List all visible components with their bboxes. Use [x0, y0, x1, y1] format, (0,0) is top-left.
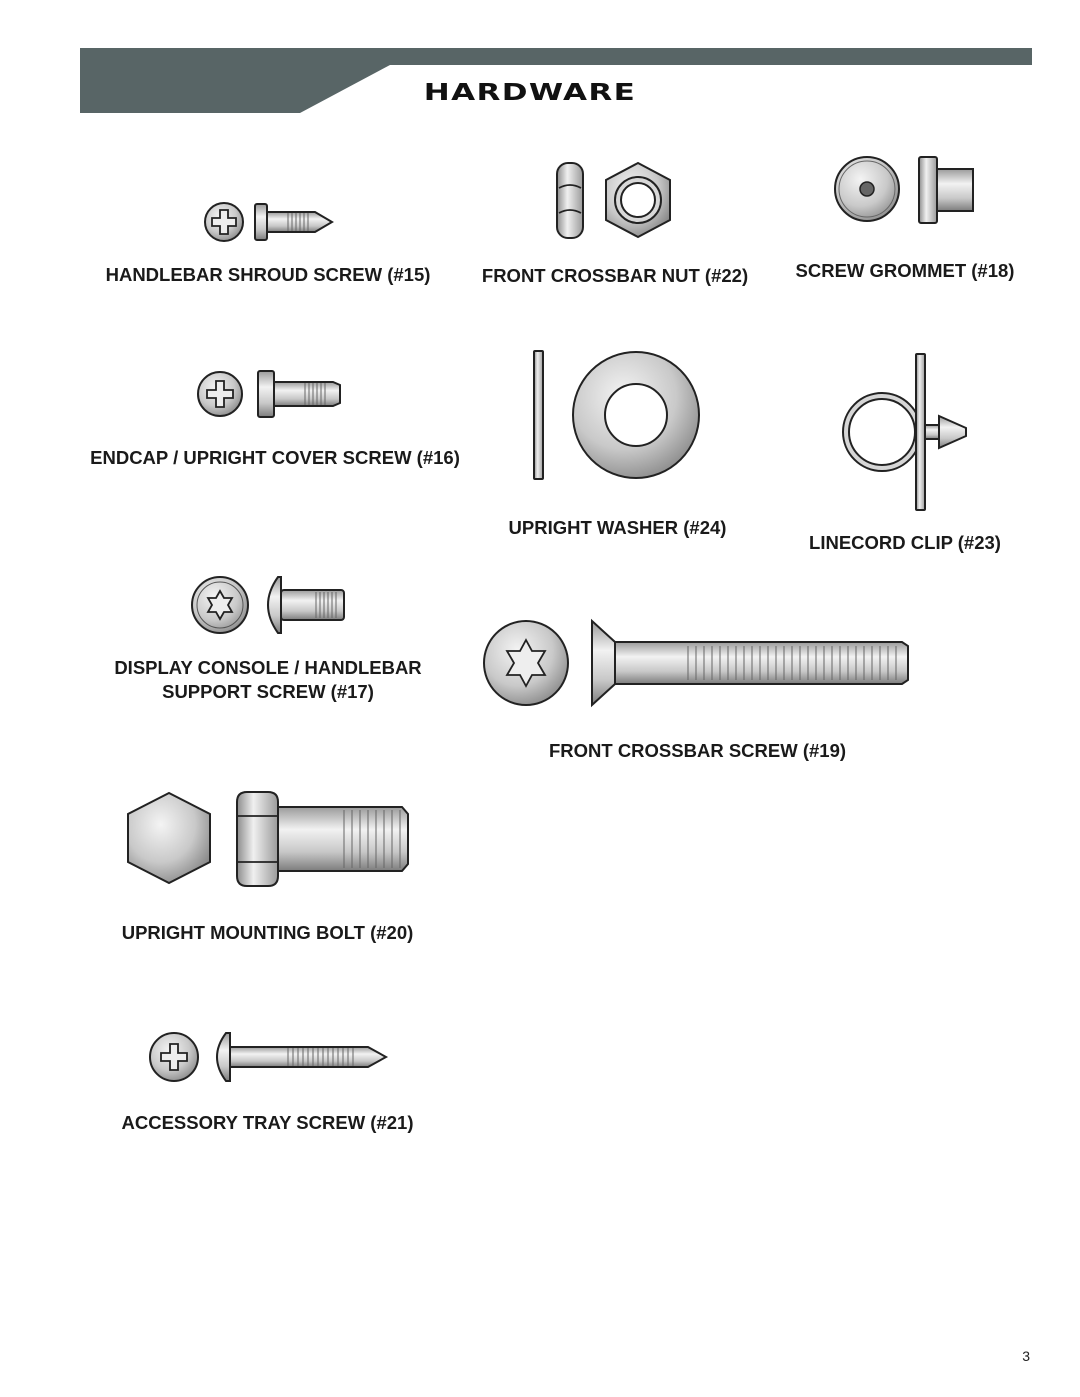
item-label-endcap-upright-cover-screw: ENDCAP / UPRIGHT COVER SCREW (#16) [90, 447, 460, 468]
torx-button-screw-icon [191, 576, 345, 634]
item-label-screw-grommet: SCREW GROMMET (#18) [795, 260, 1015, 281]
page-number: 3 [1022, 1348, 1030, 1364]
phillips-truss-screw-icon [149, 1032, 389, 1082]
item-label-line-1: DISPLAY CONSOLE / HANDLEBAR [114, 657, 422, 678]
flat-washer-icon [533, 350, 700, 480]
hex-bolt-icon [127, 791, 409, 887]
phillips-screw-icon [197, 370, 341, 418]
linecord-clip-icon [842, 353, 967, 511]
item-label-front-crossbar-screw: FRONT CROSSBAR SCREW (#19) [548, 740, 847, 761]
torx-flat-screw-icon [483, 618, 909, 708]
phillips-pan-screw-icon [204, 202, 334, 242]
item-label-line-2: SUPPORT SCREW (#17) [162, 681, 374, 702]
item-label-upright-washer: UPRIGHT WASHER (#24) [508, 517, 727, 538]
item-label-linecord-clip: LINECORD CLIP (#23) [809, 532, 1001, 553]
grommet-icon [834, 156, 974, 224]
header-banner [80, 48, 1032, 113]
page-title: HARDWARE [423, 80, 637, 106]
item-label-front-crossbar-nut: FRONT CROSSBAR NUT (#22) [481, 265, 749, 286]
hex-nut-icon [556, 161, 671, 239]
item-label-display-console-handlebar-support-screw: DISPLAY CONSOLE / HANDLEBAR SUPPORT SCRE… [88, 656, 448, 704]
header-band-slant [80, 48, 390, 113]
item-label-upright-mounting-bolt: UPRIGHT MOUNTING BOLT (#20) [121, 922, 414, 943]
item-label-handlebar-shroud-screw: HANDLEBAR SHROUD SCREW (#15) [105, 264, 431, 285]
item-label-accessory-tray-screw: ACCESSORY TRAY SCREW (#21) [121, 1112, 414, 1133]
